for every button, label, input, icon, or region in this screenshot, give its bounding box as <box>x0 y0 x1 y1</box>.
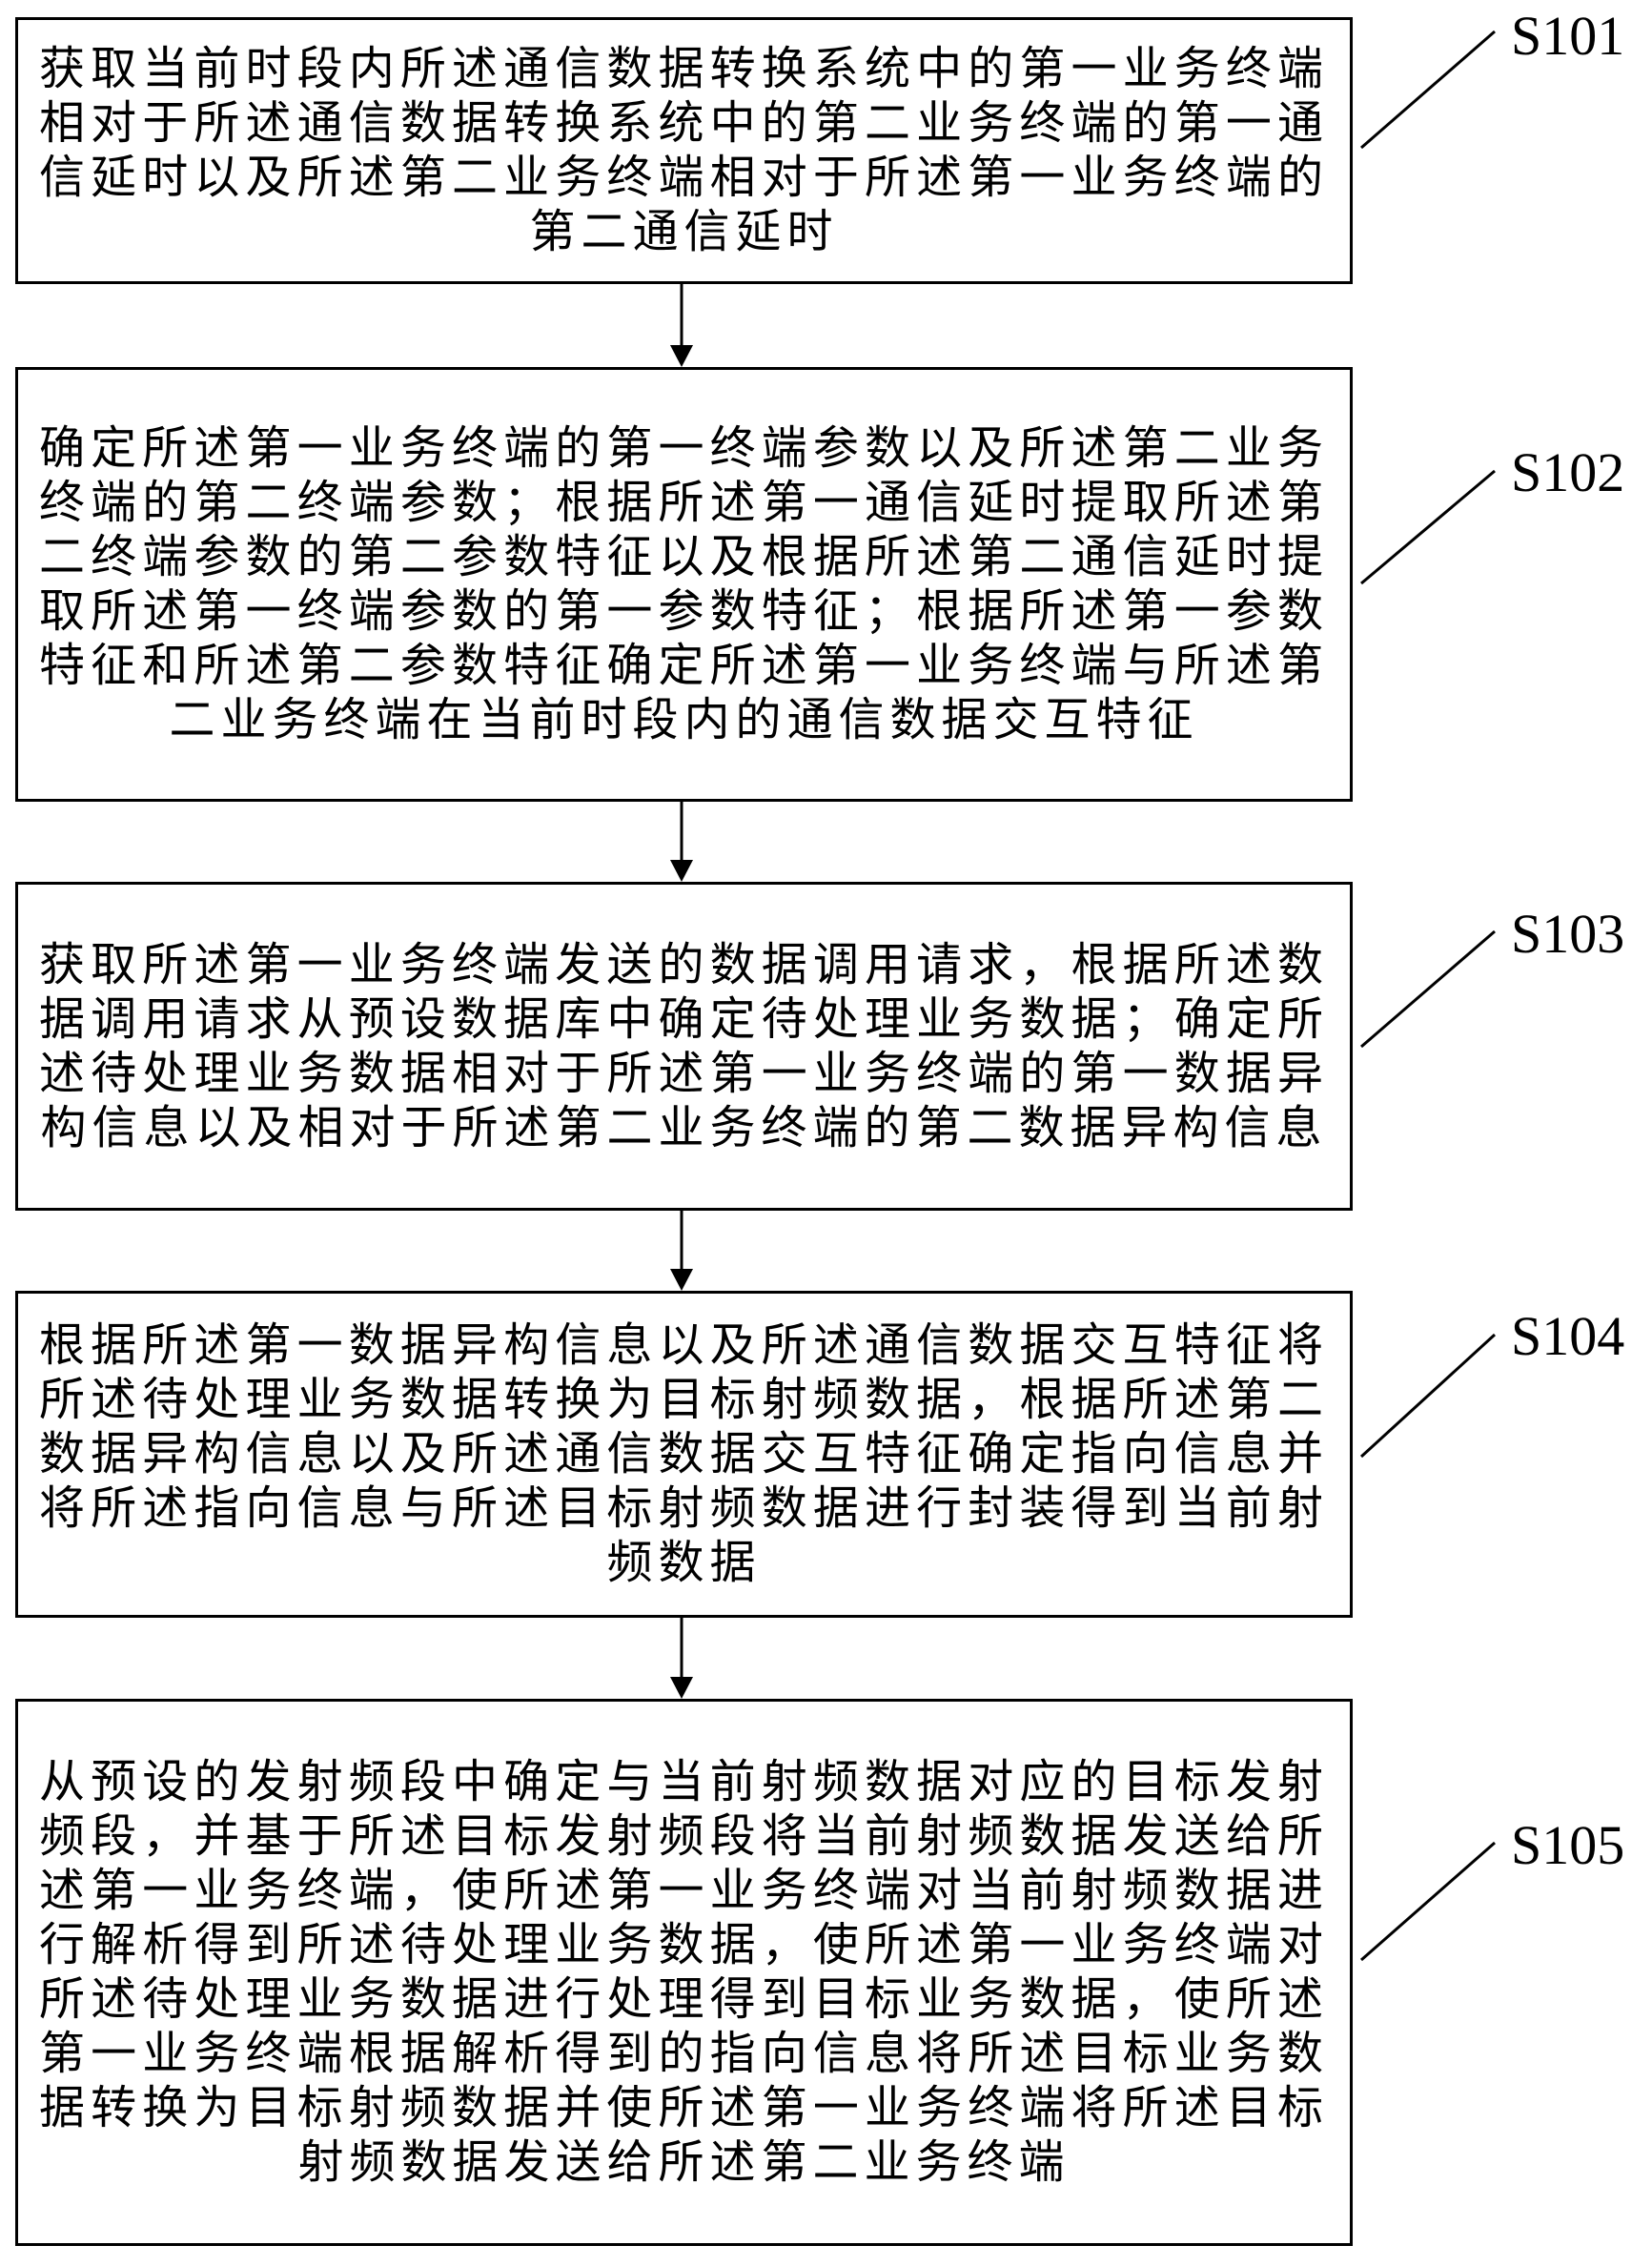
step-text-s102: 确定所述第一业务终端的第一终端参数以及所述第二业务终端的第二终端参数；根据所述第… <box>39 423 1329 745</box>
step-label-s103: S103 <box>1511 903 1625 965</box>
step-text-s101: 获取当前时段内所述通信数据转换系统中的第一业务终端相对于所述通信数据转换系统中的… <box>39 44 1329 257</box>
step-text-s103: 获取所述第一业务终端发送的数据调用请求，根据所述数据调用请求从预设数据库中确定待… <box>39 939 1329 1153</box>
flow-arrow-s102-s103 <box>670 802 693 882</box>
step-box-s104: 根据所述第一数据异构信息以及所述通信数据交互特征将所述待处理业务数据转换为目标射… <box>15 1291 1353 1618</box>
step-label-s102: S102 <box>1511 441 1625 503</box>
flow-arrow-s104-s105 <box>670 1618 693 1699</box>
flow-arrow-s101-s102 <box>670 284 693 367</box>
step-box-s105: 从预设的发射频段中确定与当前射频数据对应的目标发射频段，并基于所述目标发射频段将… <box>15 1699 1353 2246</box>
step-box-s103: 获取所述第一业务终端发送的数据调用请求，根据所述数据调用请求从预设数据库中确定待… <box>15 882 1353 1211</box>
step-text-s105: 从预设的发射频段中确定与当前射频数据对应的目标发射频段，并基于所述目标发射频段将… <box>39 1757 1329 2188</box>
step-label-s101: S101 <box>1511 5 1625 67</box>
leader-line-s105 <box>1360 1841 1496 1962</box>
leader-line-s102 <box>1360 469 1496 585</box>
leader-line-s103 <box>1360 929 1496 1049</box>
leader-line-s101 <box>1360 30 1496 150</box>
step-label-s104: S104 <box>1511 1305 1625 1367</box>
leader-line-s104 <box>1359 1333 1497 1459</box>
step-box-s102: 确定所述第一业务终端的第一终端参数以及所述第二业务终端的第二终端参数；根据所述第… <box>15 367 1353 802</box>
step-text-s104: 根据所述第一数据异构信息以及所述通信数据交互特征将所述待处理业务数据转换为目标射… <box>39 1320 1329 1588</box>
step-box-s101: 获取当前时段内所述通信数据转换系统中的第一业务终端相对于所述通信数据转换系统中的… <box>15 17 1353 284</box>
step-label-s105: S105 <box>1511 1814 1625 1876</box>
flow-arrow-s103-s104 <box>670 1211 693 1291</box>
